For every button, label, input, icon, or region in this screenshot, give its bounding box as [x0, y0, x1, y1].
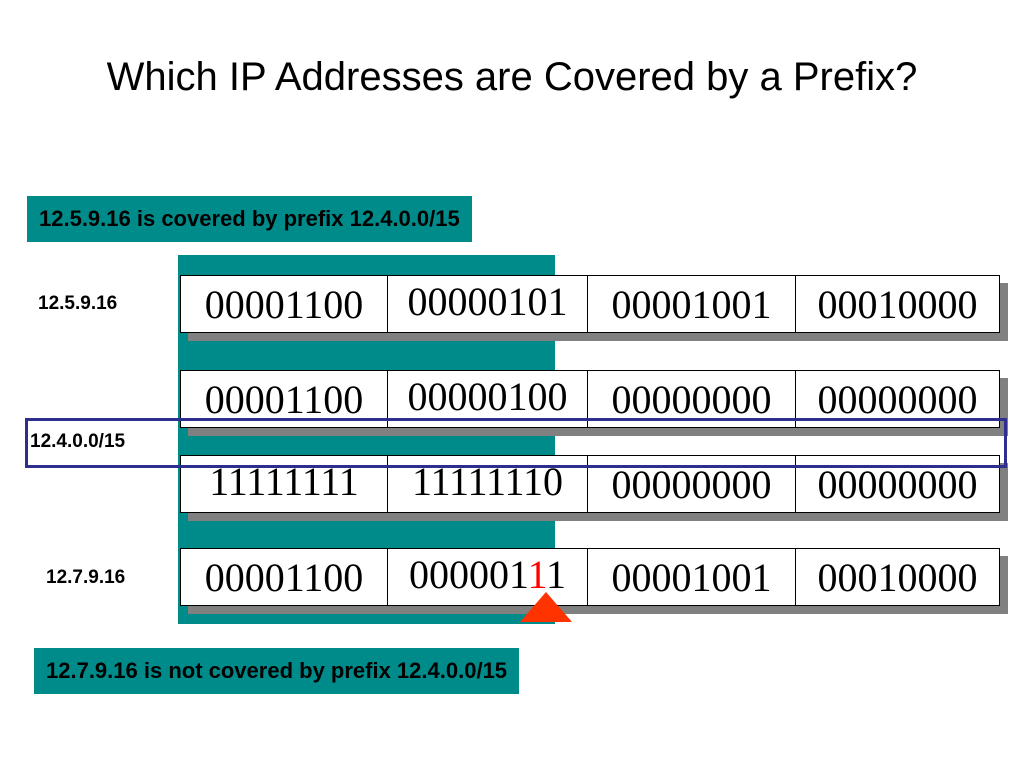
- octet-cell: 00001100: [180, 548, 388, 606]
- octet-cell: 00001001: [588, 275, 796, 333]
- covered-banner: 12.5.9.16 is covered by prefix 12.4.0.0/…: [27, 196, 472, 242]
- triangle-up-arrow-icon: [520, 592, 572, 622]
- octet-cell: 00010000: [796, 548, 1000, 606]
- octet-cell: 11111111: [180, 455, 388, 513]
- octet-cell: 00000000: [796, 455, 1000, 513]
- octet-cells: 11111111 11111110 00000000 00000000: [180, 455, 1000, 513]
- address-row-mask: 11111111 11111110 00000000 00000000: [180, 455, 1008, 521]
- octet-cell: 00001100: [180, 275, 388, 333]
- address-row-12-7-9-16: 00001100 00000111 00001001 00010000: [180, 548, 1008, 614]
- octet-cell: 00000000: [796, 370, 1000, 428]
- octet-cell-mismatch: 00000111: [388, 548, 588, 606]
- octet-cells: 00001100 00000101 00001001 00010000: [180, 275, 1000, 333]
- row-label-12-7-9-16: 12.7.9.16: [46, 567, 126, 588]
- octet-cell: 00000101: [388, 275, 588, 333]
- octet-cell: 00001001: [588, 548, 796, 606]
- octet-cells: 00001100 00000111 00001001 00010000: [180, 548, 1000, 606]
- address-row-12-5-9-16: 00001100 00000101 00001001 00010000: [180, 275, 1008, 341]
- octet-cell: 00010000: [796, 275, 1000, 333]
- row-label-12-5-9-16: 12.5.9.16: [38, 293, 118, 314]
- octet-last-bit: 1: [546, 552, 567, 597]
- octet-prefix-bits: 000001: [408, 552, 528, 597]
- slide-title: Which IP Addresses are Covered by a Pref…: [106, 55, 918, 99]
- mismatch-bit: 1: [527, 552, 547, 597]
- octet-cell: 00000000: [588, 455, 796, 513]
- not-covered-banner: 12.7.9.16 is not covered by prefix 12.4.…: [34, 648, 520, 694]
- row-label-prefix: 12.4.0.0/15: [30, 430, 126, 454]
- prefix-outline-box: [25, 418, 1007, 468]
